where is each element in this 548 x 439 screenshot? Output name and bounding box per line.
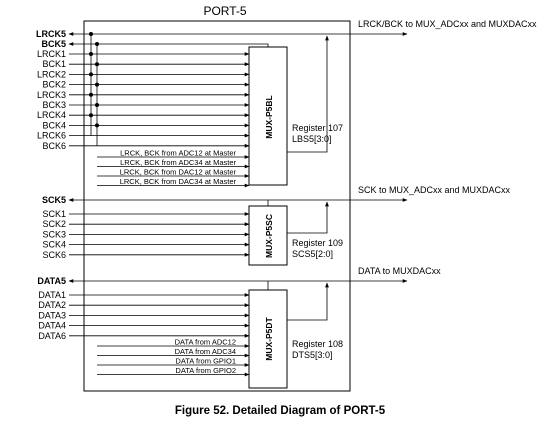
input-pin-label: SCK4 [42, 240, 66, 250]
reg107-name: Register 107 [292, 123, 343, 133]
bus-dot [95, 42, 99, 46]
reg108-name: Register 108 [292, 339, 343, 349]
input-pin-label: DATA6 [38, 331, 66, 341]
input-pin-label: LRCK1 [37, 49, 66, 59]
reg107-out [287, 35, 329, 153]
mux-p5dt-label: MUX-P5DT [264, 316, 274, 360]
input-pin-label: SCK1 [42, 209, 66, 219]
bus-dot [95, 123, 99, 128]
mux-p5sc-label: MUX-P5SC [264, 214, 274, 258]
input-pin-label: SCK3 [42, 229, 66, 239]
internal-source-label: LRCK, BCK from DAC34 at Master [120, 177, 237, 186]
input-pin-label: BCK2 [42, 80, 66, 90]
input-pin-label: LRCK4 [37, 110, 66, 120]
bus-dot [95, 103, 99, 107]
pin-lrck5: LRCK5 [36, 29, 66, 39]
lbs-input-group: LRCK1BCK1LRCK2BCK2LRCK3BCK3LRCK4BCK4LRCK… [37, 49, 250, 151]
bus-dot [89, 52, 93, 56]
reg109-out [287, 201, 329, 234]
bus-dot [89, 92, 93, 97]
out-lrck-bck-label: LRCK/BCK to MUX_ADCxx and MUXDACxx [358, 19, 537, 29]
bck5-mux-link [249, 43, 269, 47]
internal-source-label: DATA from ADC34 [175, 347, 236, 356]
mux-p5bl-label: MUX-P5BL [264, 95, 274, 138]
input-pin-label: LRCK6 [37, 131, 66, 141]
internal-source-label: LRCK, BCK from DAC12 at Master [120, 168, 237, 177]
reg109-bits: SCS5[2:0] [292, 249, 333, 259]
internal-source-label: DATA from ADC12 [175, 338, 236, 347]
input-pin-label: DATA2 [38, 300, 66, 310]
input-pin-label: DATA3 [38, 310, 66, 320]
input-pin-label: BCK4 [42, 120, 66, 130]
pin-data5: DATA5 [37, 276, 66, 286]
input-pin-label: DATA1 [38, 290, 66, 300]
pin-bck5: BCK5 [41, 39, 66, 49]
internal-source-label: LRCK, BCK from ADC34 at Master [120, 158, 236, 167]
reg107-bits: LBS5[3:0] [292, 134, 332, 144]
input-pin-label: BCK1 [42, 59, 66, 69]
bus-dot [89, 32, 93, 36]
reg108-out [287, 282, 329, 321]
internal-source-label: DATA from GPIO1 [175, 357, 236, 366]
input-pin-label: SCK2 [42, 219, 66, 229]
internal-source-label: DATA from GPIO2 [175, 366, 236, 375]
bus-dot [95, 62, 99, 67]
reg108-bits: DTS5[3:0] [292, 350, 333, 360]
input-pin-label: SCK6 [42, 250, 66, 260]
port-title: PORT-5 [203, 4, 246, 18]
bus-dot [89, 72, 93, 77]
pin-sck5: SCK5 [42, 195, 66, 205]
out-sck-label: SCK to MUX_ADCxx and MUXDACxx [358, 185, 511, 195]
figure-caption: Figure 52. Detailed Diagram of PORT-5 [175, 405, 386, 417]
input-pin-label: BCK3 [42, 100, 66, 110]
reg109-name: Register 109 [292, 238, 343, 248]
input-pin-label: DATA4 [38, 321, 66, 331]
bus-dot [95, 82, 99, 87]
internal-source-label: LRCK, BCK from ADC12 at Master [120, 149, 236, 158]
input-pin-label: LRCK2 [37, 69, 66, 79]
port5-box [83, 20, 351, 392]
bus-dot [89, 113, 93, 118]
out-data-label: DATA to MUXDACxx [358, 266, 441, 276]
input-pin-label: LRCK3 [37, 90, 66, 100]
input-pin-label: BCK6 [42, 141, 66, 151]
